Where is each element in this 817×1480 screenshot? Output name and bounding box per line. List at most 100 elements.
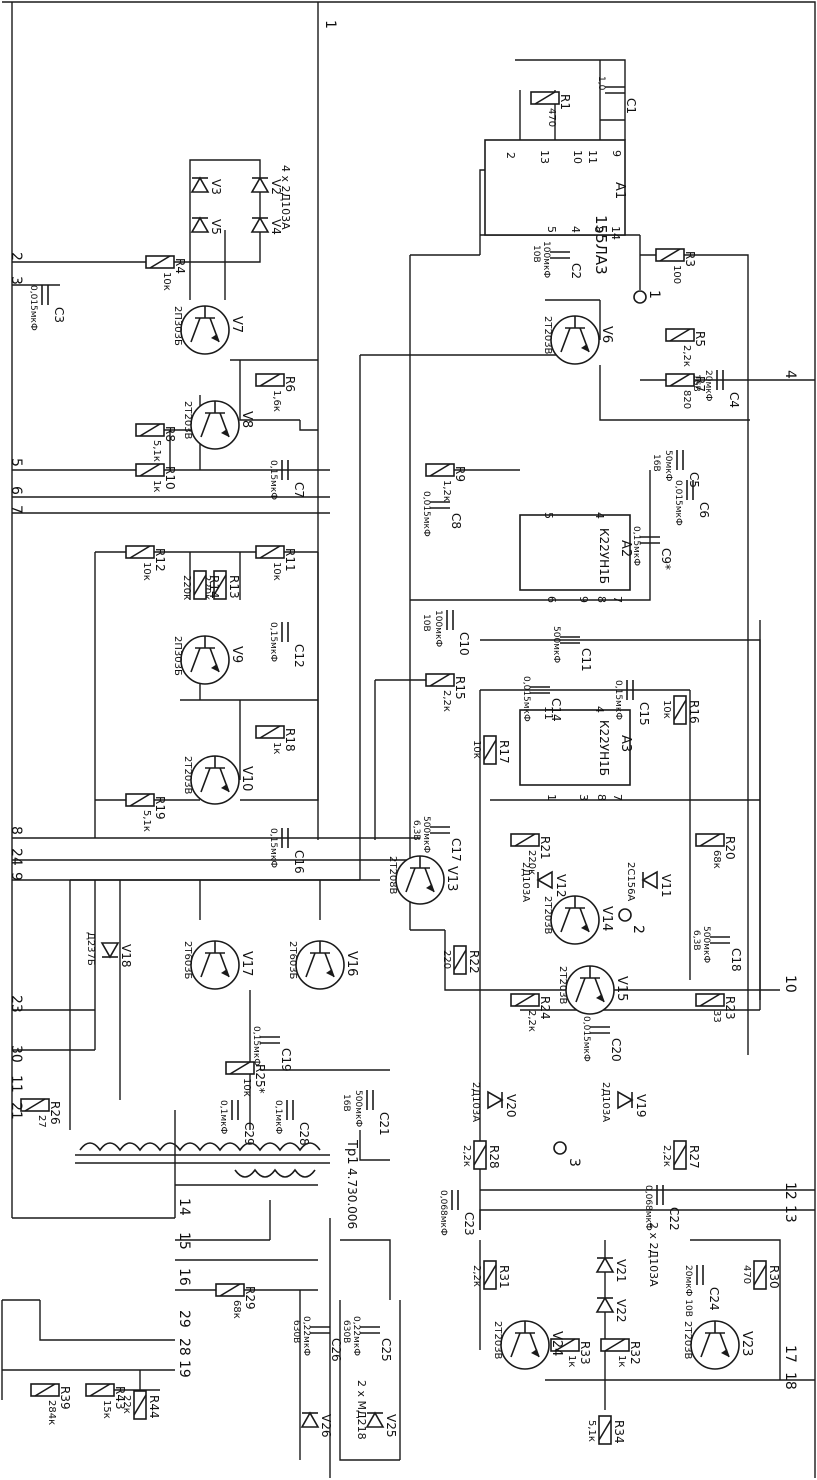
transistor-ref: V9 <box>229 646 244 663</box>
capacitor-c9-star: C9*0,15мкФ <box>631 526 673 570</box>
capacitor-value: 0,015мкФ <box>521 676 531 722</box>
resistor-r6: R61,6к <box>255 373 297 412</box>
resistor-ref: R14 <box>207 575 221 599</box>
ic-a2-pin: 7 <box>611 596 624 603</box>
resistor-value: 10к <box>161 272 172 291</box>
terminal-label: 8 <box>8 826 24 835</box>
ic-a1-pin: 14 <box>609 226 622 240</box>
ic-a1-pin: 9 <box>610 150 623 157</box>
resistor-r16: R16 10к <box>661 695 701 725</box>
diode-part: 2Д103А <box>520 862 531 902</box>
ic-a3-pin: 11 <box>542 706 555 720</box>
diode-v22: V22 <box>595 1296 628 1322</box>
capacitor-rating: 630В <box>341 1320 351 1343</box>
diode-body <box>250 176 270 193</box>
resistor-value: 27 <box>36 1115 47 1128</box>
resistor-r25-star: R25*10к <box>225 1061 267 1097</box>
resistor-value: 10к <box>661 700 672 719</box>
ic-a3-pin: 7 <box>611 794 624 801</box>
capacitor-ref: C3 <box>52 307 66 323</box>
resistor-value: 1,6к <box>271 390 282 412</box>
resistor-ref: R5 <box>693 331 707 347</box>
capacitor-ref: C2 <box>569 263 583 279</box>
resistor-ref: R27 <box>687 1145 701 1169</box>
transistor-part: 2Т203В <box>182 401 193 440</box>
capacitor-ref: C8 <box>449 513 463 529</box>
terminal-label: 9 <box>8 872 24 881</box>
diode-body <box>300 1411 320 1428</box>
transistor-ref: V10 <box>239 766 254 791</box>
transistor-ref: V14 <box>599 906 614 931</box>
resistor-value: 100 <box>671 265 682 284</box>
resistor-ref: R3 <box>683 251 697 267</box>
terminal-label: 24 <box>8 848 24 866</box>
resistor-ref: R25* <box>253 1064 267 1094</box>
resistor-value: 1,2к <box>441 480 452 502</box>
resistor-ref: R19 <box>153 796 167 820</box>
diode-ref: V3 <box>209 179 223 195</box>
resistor-ref: R20 <box>723 836 737 860</box>
caption-v25-v26: 2 х МД218 <box>355 1380 368 1440</box>
diode-part: 2Д103А <box>600 1082 611 1122</box>
capacitor-ref: C18 <box>729 948 743 972</box>
capacitor-c1: C11,0 <box>596 76 638 114</box>
resistor-value: 10к <box>241 1078 252 1097</box>
diode-ref: V5 <box>209 219 223 235</box>
resistor-ref: R16 <box>687 700 701 724</box>
transistor-ref: V6 <box>599 326 614 343</box>
capacitor-rating: 16В <box>651 454 661 472</box>
terminal-label: 18 <box>782 1372 798 1390</box>
test-points: 1 2 3 <box>553 290 662 1167</box>
diode-body <box>365 1411 385 1428</box>
resistor-value: 5,1к <box>151 440 162 462</box>
diode-ref: V26 <box>319 1414 333 1437</box>
resistor-ref: R7 <box>693 376 707 392</box>
capacitor-ref: C19 <box>279 1048 293 1072</box>
transformer-tr1: Тр1 4.730.006 <box>75 1139 359 1229</box>
capacitor-ref: C25 <box>379 1338 393 1362</box>
capacitor-layer: C11,0C2100мкФ10ВC30,015мкФC420мкФ16ВC550… <box>28 76 743 1362</box>
resistor-value: 2,2к <box>681 345 692 367</box>
diode-v26: V26 <box>300 1411 333 1437</box>
caption-v2-v5: 4 х 2Д103А <box>279 165 292 230</box>
group-captions: 4 х 2Д103А 2 х 2Д103А 2 х МД218 <box>279 165 660 1440</box>
capacitor-value: 500мкФ <box>353 1090 363 1127</box>
capacitor-value: 0,068мкФ <box>438 1190 448 1236</box>
resistor-value: 284к <box>46 1400 57 1425</box>
resistor-ref: R18 <box>283 728 297 752</box>
test-point-label: 3 <box>566 1158 582 1167</box>
transistor-ref: V13 <box>444 866 459 891</box>
capacitor-ref: C10 <box>457 632 471 656</box>
capacitor-ref: C14 <box>549 698 563 722</box>
resistor-layer: R1470R3100R410кR52,2кR61,6кR7820R85,1кR9… <box>20 91 781 1445</box>
ic-a1-pin: 4 <box>569 226 582 233</box>
diode-body <box>250 216 270 233</box>
ic-a1-part: 155ЛА3 <box>592 215 610 275</box>
ic-a3-pin: 4 <box>593 706 606 713</box>
transistor-ref: V7 <box>229 316 244 333</box>
capacitor-value: 100мкФ <box>541 241 551 278</box>
diode-body <box>595 1256 615 1273</box>
resistor-ref: R13 <box>227 575 241 599</box>
